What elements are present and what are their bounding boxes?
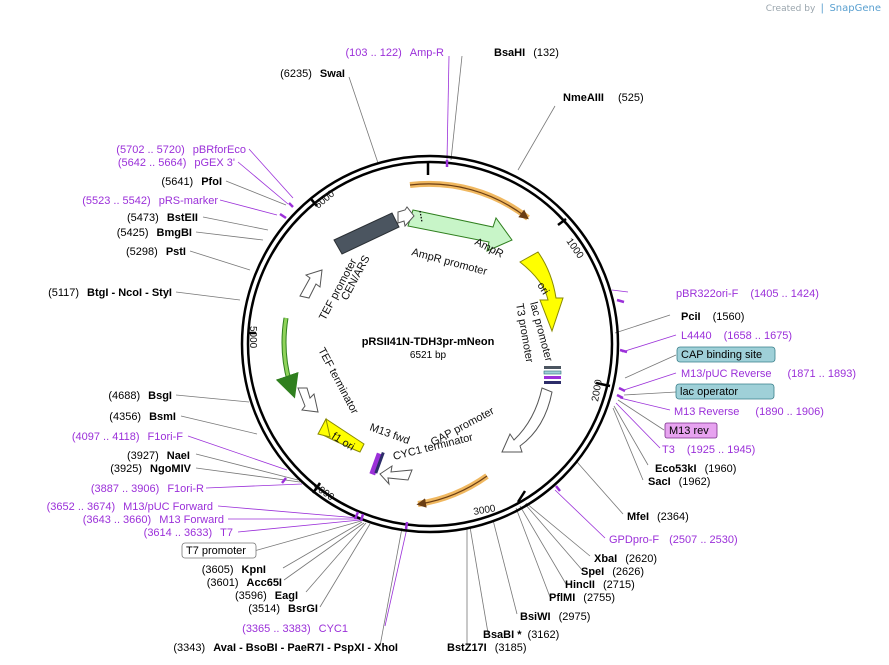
feature-shapes (275, 206, 564, 486)
feature-label: AmpR promoter (410, 246, 488, 278)
enzyme-label: MfeI(2364) (627, 511, 689, 523)
plasmid-title-block: pRSII41N-TDH3pr-mNeon 6521 bp (362, 336, 495, 361)
plasmid-name: pRSII41N-TDH3pr-mNeon (362, 336, 495, 348)
enzyme-label: (6235)SwaI (280, 68, 345, 80)
enzyme-label: (5298)PstI (126, 246, 186, 258)
tick-label: 1000 (564, 236, 586, 261)
m13-rev-box: M13 rev (664, 422, 718, 439)
enzyme-label: (3605)KpnI (202, 564, 266, 576)
site-label: L4440(1658 .. 1675) (681, 330, 792, 342)
credit-prefix: Created by (765, 4, 816, 14)
enzyme-label: SpeI(2626) (581, 566, 644, 578)
snapgene-credit: Created by ❘ SnapGene (766, 3, 881, 14)
cap-binding-site-box: CAP binding site (676, 346, 776, 363)
enzyme-label: (4356)BsmI (109, 411, 176, 423)
tick-label: 2000 (590, 378, 605, 402)
feature-label: f1 ori (329, 430, 356, 453)
enzyme-label: PflMI(2755) (549, 592, 615, 604)
site-label: M13/pUC Reverse(1871 .. 1893) (681, 368, 856, 380)
enzyme-label: (5473)BstEII (127, 212, 198, 224)
ori-arrow (519, 251, 564, 333)
site-label: (5702 .. 5720)pBRforEco (116, 144, 246, 156)
enzyme-labels-left: (3343)AvaI - BsoBI - PaeR7I - PspXI - Xh… (48, 68, 398, 654)
f1-ori-arrow (318, 418, 365, 453)
site-label: (3643 .. 3660)M13 Forward (83, 514, 224, 526)
enzyme-label: (3927)NaeI (127, 450, 190, 462)
credit-brand: SnapGene (829, 3, 881, 14)
enzyme-label: Eco53kI(1960) (655, 463, 736, 475)
site-label: lac operator (680, 386, 738, 398)
enzyme-label: (3596)EagI (235, 590, 298, 602)
enzyme-label: HincII(2715) (565, 579, 635, 591)
lac-operator-box: lac operator (675, 383, 775, 400)
snapgene-logo-icon: ❘ (818, 3, 827, 14)
enzyme-labels-right: BsaHI(132) NmeAIII(525) PciI(1560) Eco53… (447, 47, 744, 654)
enzyme-label: (3601)Acc65I (207, 577, 282, 589)
cyc1-terminator-arrow (379, 464, 413, 486)
enzyme-label: (5117)BtgI - NcoI - StyI (48, 287, 172, 299)
enzyme-label: BstZ17I(3185) (447, 642, 527, 654)
site-label: M13 Reverse(1890 .. 1906) (674, 406, 824, 418)
ampr-promoter-arrow (397, 206, 415, 228)
ampr-arrow (407, 209, 513, 252)
feature-label: M13 fwd (368, 422, 411, 447)
plasmid-size: 6521 bp (410, 350, 447, 361)
tef-terminator-arrow (297, 387, 319, 413)
tick-label: 6000 (313, 188, 337, 211)
t7-promoter-box: T7 promoter (181, 542, 257, 559)
tick-label: 3000 (473, 503, 497, 518)
site-label: (5642 .. 5664)pGEX 3' (118, 157, 235, 169)
site-label: (5523 .. 5542)pRS-marker (82, 195, 218, 207)
leader-lines (175, 55, 677, 647)
site-label: (3614 .. 3633)T7 (144, 527, 233, 539)
enzyme-label: BsaBI *(3162) (483, 629, 559, 641)
enzyme-label: NmeAIII(525) (563, 92, 644, 104)
site-label: (4097 .. 4118)F1ori-F (72, 431, 183, 443)
site-label: T3(1925 .. 1945) (662, 444, 755, 456)
site-label: T7 promoter (186, 545, 246, 557)
site-labels: (103 .. 122)Amp-R pBR322ori-F(1405 .. 14… (47, 47, 856, 635)
site-label: (3365 .. 3383)CYC1 (242, 623, 348, 635)
gap-promoter-arrow (501, 387, 553, 453)
enzyme-label: (3925)NgoMIV (110, 463, 191, 475)
m13-fwd-region (369, 451, 385, 476)
feature-label: TEF terminator (315, 346, 360, 417)
orange-bands (409, 180, 530, 508)
enzyme-label: (3514)BsrGI (248, 603, 318, 615)
enzyme-label: (3343)AvaI - BsoBI - PaeR7I - PspXI - Xh… (173, 642, 398, 654)
cen-ars-block (333, 212, 400, 255)
site-label: (103 .. 122)Amp-R (346, 47, 445, 59)
tick-label: 5000 (247, 326, 258, 349)
enzyme-label: BsiWI(2975) (520, 611, 590, 623)
enzyme-label: SacI(1962) (648, 476, 710, 488)
enzyme-label: PciI(1560) (681, 311, 744, 323)
enzyme-label: XbaI(2620) (594, 553, 657, 565)
lac-region (543, 366, 562, 384)
site-label: M13 rev (669, 425, 709, 437)
site-label: CAP binding site (681, 349, 762, 361)
scale-ticks (248, 162, 611, 503)
site-label: pBR322ori-F(1405 .. 1424) (676, 288, 819, 300)
enzyme-label: BsaHI(132) (494, 47, 559, 59)
tef-promoter-arrow (299, 269, 323, 299)
plasmid-backbone (240, 154, 620, 534)
feature-label: ori (534, 280, 551, 297)
site-markers (279, 160, 628, 530)
site-label: (3887 .. 3906)F1ori-R (91, 483, 204, 495)
site-label: GPDpro-F(2507 .. 2530) (609, 534, 738, 546)
enzyme-label: (5641)PfoI (161, 176, 222, 188)
enzyme-label: (5425)BmgBI (117, 227, 192, 239)
site-label: (3652 .. 3674)M13/pUC Forward (47, 501, 213, 513)
enzyme-label: (4688)BsgI (108, 390, 172, 402)
